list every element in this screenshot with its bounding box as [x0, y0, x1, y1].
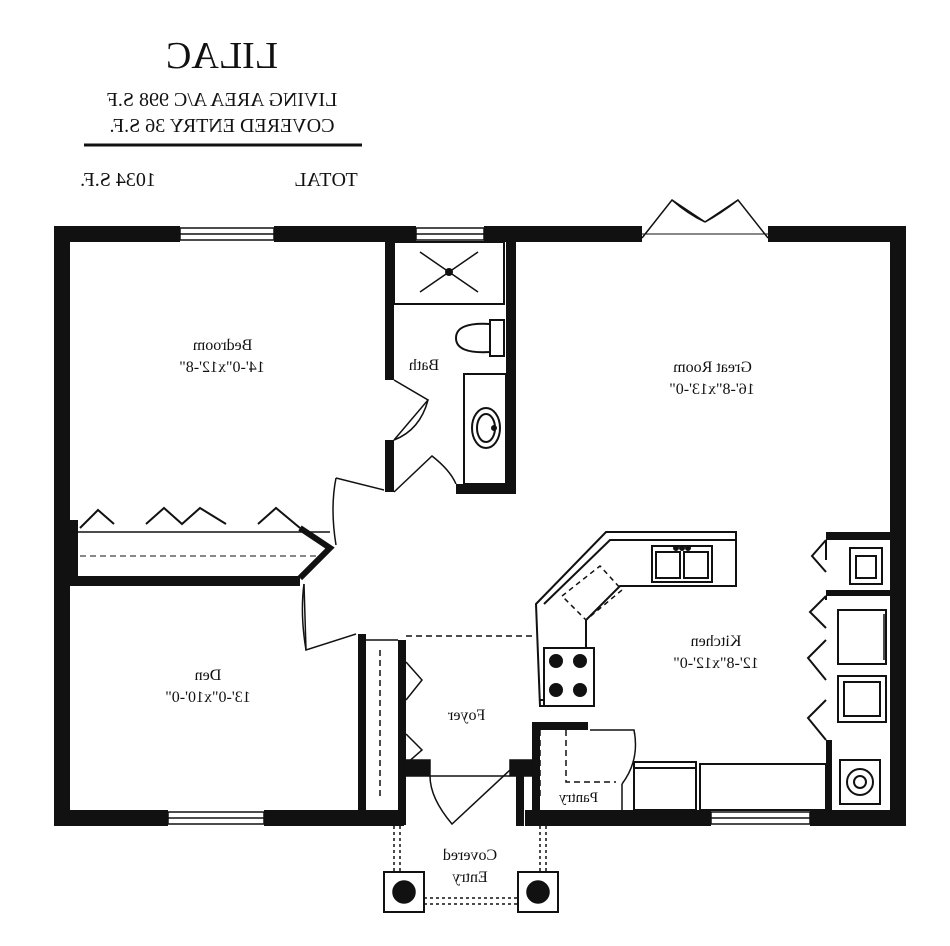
bedroom-size: 14'-0"x12'-8": [179, 359, 264, 376]
entry-door: [403, 759, 533, 826]
total-value-text: 1034 S.F.: [80, 169, 156, 191]
utility-closet: [837, 547, 887, 805]
den-label: Den: [195, 667, 222, 684]
closet-wall-trim: [297, 525, 335, 581]
entry-posts: [383, 826, 559, 913]
bedroom-closet-doors: [70, 506, 330, 557]
utility-doors: [806, 539, 827, 741]
great-room-size: 16'-8"x13'-0": [669, 381, 754, 398]
kitchen-label: Kitchen: [691, 633, 742, 650]
exterior-walls: [54, 226, 906, 826]
windows: [167, 227, 811, 825]
french-doors: [641, 198, 769, 239]
pantry-label: Pantry: [558, 790, 598, 806]
kitchen-size: 12'-8"x12'-0": [673, 655, 758, 672]
covered-entry-label-2: Entry: [452, 869, 488, 886]
bath-label: Bath: [409, 357, 439, 374]
covered-entry-label-1: Covered: [443, 847, 497, 864]
lower-counter: [633, 761, 827, 811]
den-door: [301, 583, 357, 652]
living-area-text: LIVING AREA A/C 998 S.F: [107, 89, 338, 111]
interior-walls: [70, 240, 890, 826]
dishwasher: [560, 564, 624, 622]
den-size: 13'-0"x10'-0": [165, 689, 250, 706]
toilet: [454, 319, 505, 357]
range: [543, 647, 595, 707]
bedroom-door: [332, 477, 385, 546]
bath-door: [393, 379, 457, 493]
shower: [393, 241, 505, 305]
plan-title: LILAC: [166, 35, 278, 77]
foyer-closet: [366, 635, 532, 800]
bedroom-label: Bedroom: [192, 337, 252, 354]
great-room-label: Great Room: [673, 359, 752, 376]
kitchen-sink: [651, 545, 713, 583]
bath-vanity: [463, 373, 507, 485]
total-label-text: TOTAL: [294, 169, 358, 191]
pantry-fixtures: [539, 729, 637, 810]
foyer-label: Foyer: [447, 707, 485, 724]
covered-entry-area-text: COVERED ENTRY 36 S.F.: [110, 115, 335, 137]
